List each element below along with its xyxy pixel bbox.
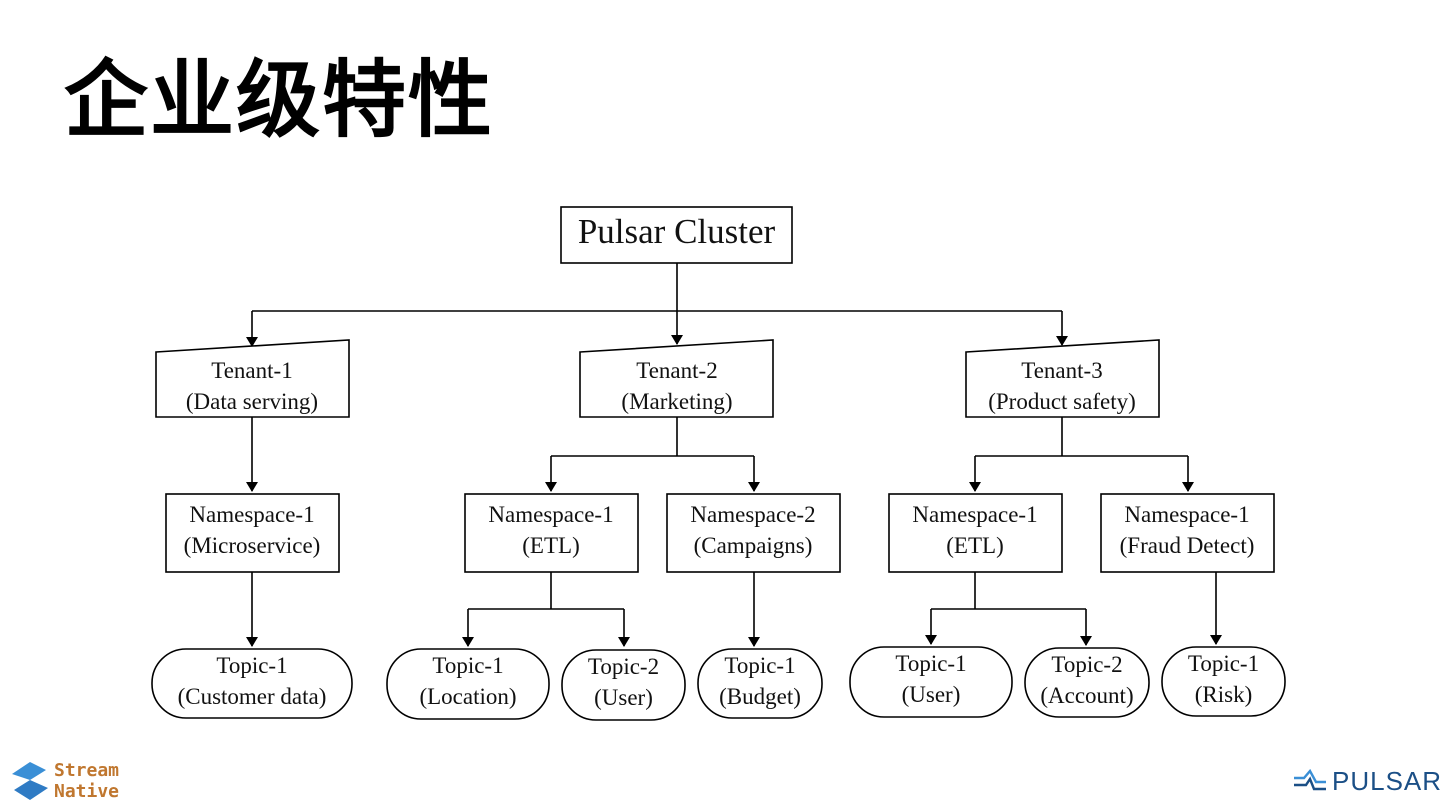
node-tenant-1: Tenant-1 (Data serving): [155, 339, 350, 418]
node-topic-customer-data: Topic-1 (Customer data): [151, 648, 353, 719]
node-topic-user-safety-desc: (User): [902, 682, 961, 707]
edge-ns-2-bus: [468, 572, 624, 610]
streamnative-line-2: Native: [54, 781, 120, 802]
node-topic-location-name: Topic-1: [432, 653, 503, 678]
node-topic-budget-name: Topic-1: [724, 653, 795, 678]
node-tenant-2-desc: (Marketing): [621, 389, 732, 414]
node-topic-user-marketing-name: Topic-2: [588, 654, 659, 679]
node-topic-location: Topic-1 (Location): [386, 648, 550, 720]
node-topic-account-name: Topic-2: [1051, 652, 1122, 677]
node-namespace-etl-marketing-name: Namespace-1: [488, 502, 613, 527]
node-tenant-2-name: Tenant-2: [636, 358, 717, 383]
node-namespace-campaigns-name: Namespace-2: [690, 502, 815, 527]
node-topic-user-safety: Topic-1 (User): [849, 646, 1013, 718]
node-topic-budget: Topic-1 (Budget): [697, 648, 823, 719]
node-topic-account: Topic-2 (Account): [1024, 647, 1150, 718]
pulsar-mark-icon: [1294, 769, 1326, 791]
node-topic-customer-data-desc: (Customer data): [178, 684, 327, 709]
pulsar-wordmark: PULSAR: [1332, 765, 1440, 796]
node-namespace-campaigns-desc: (Campaigns): [694, 533, 813, 558]
node-topic-user-marketing: Topic-2 (User): [561, 649, 686, 721]
node-topic-location-desc: (Location): [419, 684, 516, 709]
page-title: 企业级特性: [64, 51, 495, 149]
pulsar-logo: PULSAR: [1292, 766, 1440, 796]
edge-root-bus: [252, 263, 1062, 312]
node-namespace-microservice: Namespace-1 (Microservice): [165, 493, 340, 573]
node-namespace-etl-marketing-desc: (ETL): [522, 533, 579, 558]
node-topic-risk-desc: (Risk): [1195, 682, 1253, 707]
node-tenant-3-desc: (Product safety): [988, 389, 1136, 414]
edge-ns-4-bus: [931, 572, 1086, 610]
node-namespace-etl-safety-desc: (ETL): [946, 533, 1003, 558]
node-namespace-etl-safety: Namespace-1 (ETL): [888, 493, 1063, 573]
node-namespace-microservice-name: Namespace-1: [189, 502, 314, 527]
node-tenant-3: Tenant-3 (Product safety): [965, 339, 1160, 418]
edge-tenant-2-bus: [551, 417, 754, 457]
edge-tenant-3-bus: [975, 417, 1188, 457]
diagram-edges: [246, 263, 1222, 647]
node-pulsar-cluster-label: Pulsar Cluster: [578, 212, 776, 251]
node-tenant-1-desc: (Data serving): [186, 389, 318, 414]
streamnative-line-1: Stream: [54, 760, 120, 781]
streamnative-logo-icon: [12, 762, 48, 800]
node-topic-account-desc: (Account): [1040, 683, 1133, 708]
node-topic-customer-data-name: Topic-1: [216, 653, 287, 678]
node-topic-risk: Topic-1 (Risk): [1161, 646, 1286, 717]
node-pulsar-cluster: Pulsar Cluster: [560, 206, 793, 264]
node-namespace-campaigns: Namespace-2 (Campaigns): [666, 493, 841, 573]
node-tenant-3-name: Tenant-3: [1021, 358, 1102, 383]
node-namespace-etl-safety-name: Namespace-1: [912, 502, 1037, 527]
node-namespace-fraud-detect: Namespace-1 (Fraud Detect): [1100, 493, 1275, 573]
node-topic-user-safety-name: Topic-1: [895, 651, 966, 676]
node-namespace-etl-marketing: Namespace-1 (ETL): [464, 493, 639, 573]
node-topic-risk-name: Topic-1: [1188, 651, 1259, 676]
node-tenant-1-name: Tenant-1: [211, 358, 292, 383]
node-namespace-fraud-detect-desc: (Fraud Detect): [1120, 533, 1255, 558]
node-topic-user-marketing-desc: (User): [594, 685, 653, 710]
node-tenant-2: Tenant-2 (Marketing): [579, 339, 774, 418]
node-topic-budget-desc: (Budget): [719, 684, 801, 709]
node-namespace-fraud-detect-name: Namespace-1: [1124, 502, 1249, 527]
node-namespace-microservice-desc: (Microservice): [184, 533, 321, 558]
streamnative-wordmark: Stream Native: [54, 760, 119, 802]
